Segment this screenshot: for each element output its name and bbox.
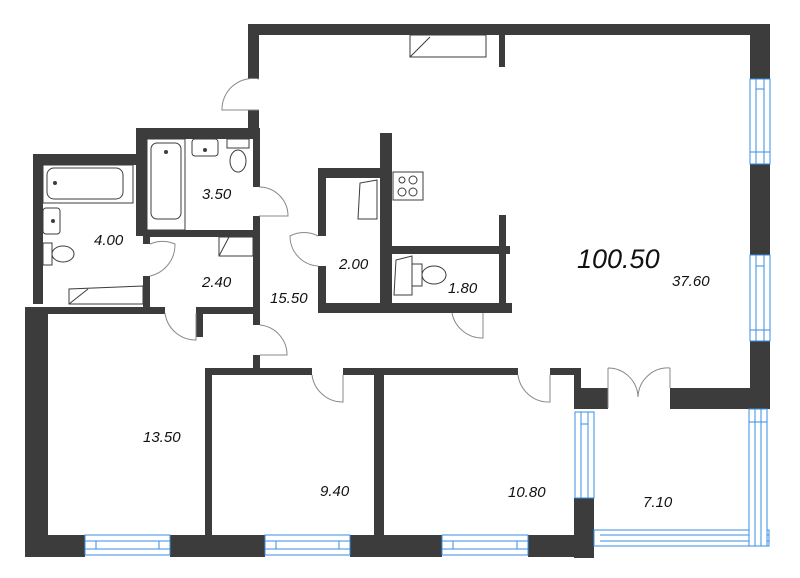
fixtures (42, 34, 487, 305)
room-area-balcony: 7.10 (643, 494, 673, 511)
room-area-toilet: 1.80 (448, 280, 478, 297)
doors (149, 77, 671, 408)
room-area-bedroom-right: 10.80 (508, 484, 546, 501)
room-area-storage: 2.00 (339, 256, 369, 273)
room-area-closet: 2.40 (202, 274, 232, 291)
total-area-label: 100.50 (577, 244, 660, 274)
room-area-bedroom-left: 13.50 (143, 429, 181, 446)
room-area-bathroom-left: 4.00 (94, 232, 124, 249)
room-area-living-kitchen: 37.60 (672, 273, 710, 290)
room-area-bedroom-middle: 9.40 (320, 483, 350, 500)
room-area-hallway: 15.50 (270, 290, 308, 307)
windows (84, 78, 771, 556)
room-area-bathroom-top: 3.50 (202, 186, 232, 203)
walls (25, 24, 770, 558)
